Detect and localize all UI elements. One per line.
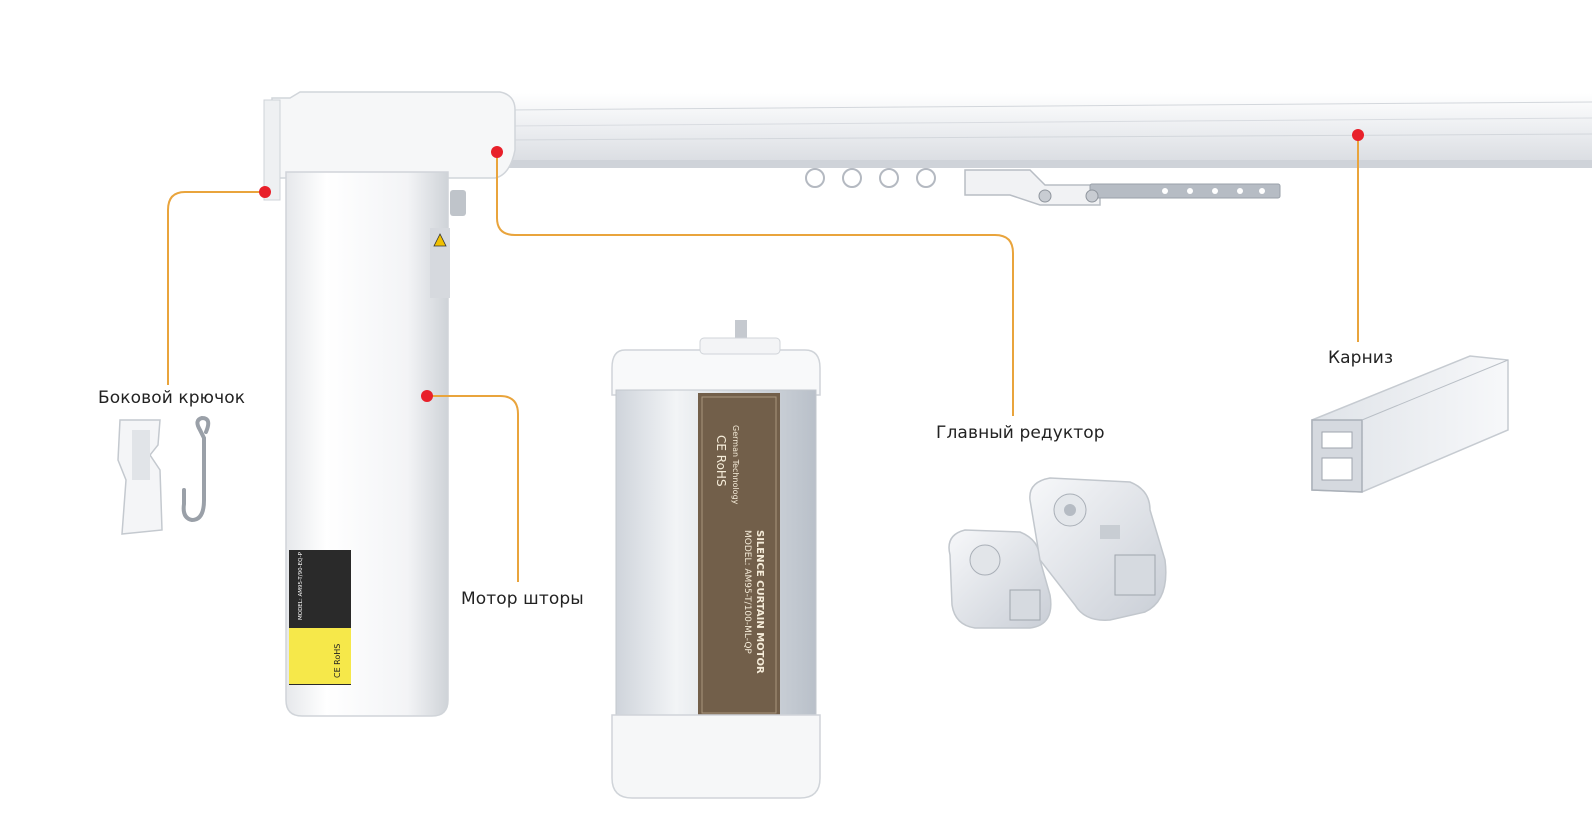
motor-sticker-model: MODEL: AM95-T/90-EQ-P (298, 551, 304, 620)
motor-sticker: MODEL: AM95-T/90-EQ-P CE RoHS (289, 550, 351, 685)
leader-line-side-hook (167, 191, 265, 385)
label-main-gearbox: Главный редуктор (936, 423, 1105, 443)
curtain-rail (500, 93, 1592, 168)
markers (259, 129, 1364, 402)
curtain-motor-cylinder: MODEL: AM95-T/90-EQ-P CE RoHS (285, 171, 450, 717)
box-label-line1: SILENCE CURTAIN MOTOR (754, 530, 765, 674)
box-label-line2: MODEL: AM95-T/100-ML-QP (742, 530, 752, 654)
marker-cornice (1352, 129, 1364, 141)
motor-control-box: SILENCE CURTAIN MOTOR MODEL: AM95-T/100-… (611, 320, 821, 799)
marker-side-hook (259, 186, 271, 198)
master-carrier-bracket (964, 169, 1281, 206)
motor-sticker-marks: CE RoHS (333, 644, 342, 678)
main-gearbox-parts (948, 477, 1167, 629)
label-curtain-motor: Мотор шторы (461, 589, 584, 609)
label-side-hook: Боковой крючок (98, 388, 246, 408)
leader-line-gearbox (496, 152, 1014, 416)
marker-gearbox (491, 146, 503, 158)
rail-rollers (805, 168, 936, 188)
marker-motor (421, 390, 433, 402)
leader-line-motor (427, 395, 519, 582)
label-cornice: Карниз (1328, 348, 1394, 368)
leader-lines (167, 135, 1359, 582)
side-hook-parts (117, 415, 211, 535)
box-label-marks: CE RoHS (714, 435, 728, 487)
cornice-profile (1311, 355, 1509, 493)
box-label-line3: German Technology (731, 425, 740, 505)
